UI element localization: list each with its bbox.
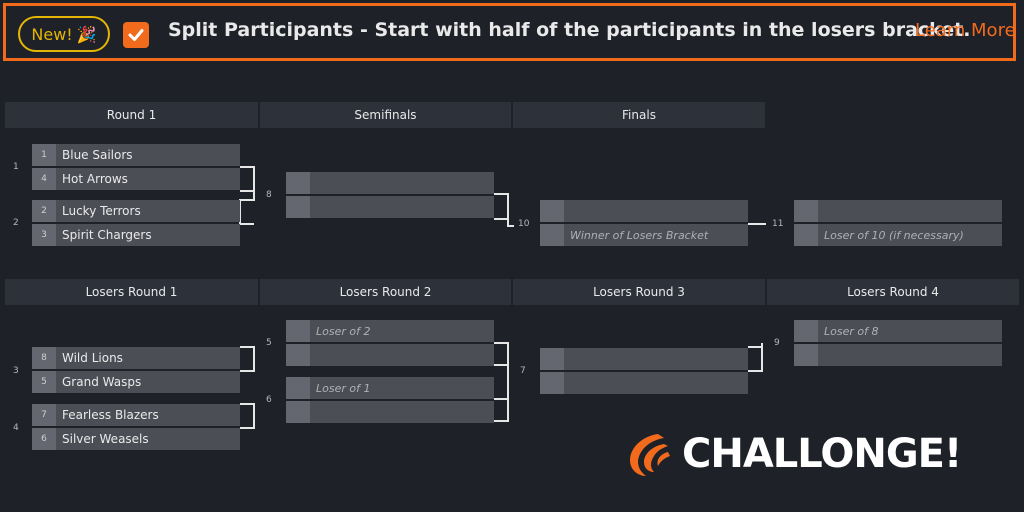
- participant-name: Loser of 10 (if necessary): [824, 228, 964, 242]
- participant-slot[interactable]: [794, 344, 1002, 366]
- split-participants-checkbox[interactable]: [123, 22, 149, 48]
- seed: [794, 320, 818, 342]
- match-8[interactable]: [286, 172, 494, 220]
- header-losers-round-3: Losers Round 3: [513, 279, 765, 305]
- match-6[interactable]: Loser of 1: [286, 377, 494, 425]
- seed: 2: [32, 200, 56, 222]
- header-finals: Finals: [513, 102, 765, 128]
- participant-name: Grand Wasps: [62, 375, 142, 389]
- party-popper-icon: 🎉: [76, 24, 97, 44]
- participant-slot[interactable]: 8 Wild Lions: [32, 347, 240, 369]
- match-number: 3: [13, 366, 19, 376]
- participant-slot[interactable]: [286, 401, 494, 423]
- seed: 1: [32, 144, 56, 166]
- participant-name: Blue Sailors: [62, 148, 133, 162]
- challonge-logo-icon: [630, 434, 670, 476]
- seed: [286, 196, 310, 218]
- seed: [540, 200, 564, 222]
- new-badge-label: New!: [31, 24, 73, 44]
- match-number: 6: [266, 395, 272, 405]
- seed: [286, 377, 310, 399]
- participant-slot[interactable]: Loser of 8: [794, 320, 1002, 342]
- seed: [794, 224, 818, 246]
- seed: 4: [32, 168, 56, 190]
- match-7[interactable]: [540, 348, 748, 396]
- participant-slot[interactable]: 3 Spirit Chargers: [32, 224, 240, 246]
- seed: [286, 401, 310, 423]
- header-semifinals: Semifinals: [260, 102, 511, 128]
- seed: [794, 200, 818, 222]
- seed: 5: [32, 371, 56, 393]
- match-number: 9: [774, 338, 780, 348]
- match-10[interactable]: Winner of Losers Bracket: [540, 200, 748, 248]
- participant-name: Lucky Terrors: [62, 204, 141, 218]
- participant-slot[interactable]: [286, 344, 494, 366]
- participant-name: Silver Weasels: [62, 432, 149, 446]
- seed: [540, 348, 564, 370]
- seed: [286, 172, 310, 194]
- checkmark-icon: [128, 29, 144, 41]
- match-number: 7: [520, 366, 526, 376]
- seed: 7: [32, 404, 56, 426]
- header-losers-round-4: Losers Round 4: [767, 279, 1019, 305]
- match-9[interactable]: Loser of 8: [794, 320, 1002, 368]
- participant-name: Winner of Losers Bracket: [570, 228, 709, 242]
- match-5[interactable]: Loser of 2: [286, 320, 494, 368]
- participant-name: Wild Lions: [62, 351, 123, 365]
- participant-name: Loser of 1: [316, 381, 371, 395]
- match-1[interactable]: 1 Blue Sailors 4 Hot Arrows: [32, 144, 240, 192]
- seed: [794, 344, 818, 366]
- participant-slot[interactable]: [540, 348, 748, 370]
- banner-text: Split Participants - Start with half of …: [168, 19, 971, 41]
- participant-slot[interactable]: [794, 200, 1002, 222]
- seed: [286, 344, 310, 366]
- seed: 3: [32, 224, 56, 246]
- seed: 6: [32, 428, 56, 450]
- participant-slot[interactable]: 7 Fearless Blazers: [32, 404, 240, 426]
- participant-slot[interactable]: 2 Lucky Terrors: [32, 200, 240, 222]
- participant-name: Spirit Chargers: [62, 228, 152, 242]
- logo-text: CHALLONGE!: [682, 431, 962, 477]
- seed: [540, 372, 564, 394]
- match-number: 4: [13, 423, 19, 433]
- participant-slot[interactable]: [540, 200, 748, 222]
- learn-more-link[interactable]: Learn More: [915, 20, 1016, 41]
- participant-slot[interactable]: 4 Hot Arrows: [32, 168, 240, 190]
- participant-slot[interactable]: [540, 372, 748, 394]
- header-round-1: Round 1: [5, 102, 258, 128]
- participant-slot[interactable]: Winner of Losers Bracket: [540, 224, 748, 246]
- participant-name: Loser of 2: [316, 324, 371, 338]
- match-number: 1: [13, 162, 19, 172]
- new-badge: New! 🎉: [18, 16, 110, 52]
- participant-name: Fearless Blazers: [62, 408, 159, 422]
- seed: [540, 224, 564, 246]
- participant-slot[interactable]: [286, 172, 494, 194]
- participant-slot[interactable]: [286, 196, 494, 218]
- match-3[interactable]: 8 Wild Lions 5 Grand Wasps: [32, 347, 240, 395]
- match-number: 2: [13, 218, 19, 228]
- feature-banner: New! 🎉 Split Participants - Start with h…: [3, 3, 1016, 61]
- match-number: 5: [266, 338, 272, 348]
- match-11[interactable]: Loser of 10 (if necessary): [794, 200, 1002, 248]
- participant-slot[interactable]: 1 Blue Sailors: [32, 144, 240, 166]
- match-number: 11: [772, 219, 784, 229]
- match-2[interactable]: 2 Lucky Terrors 3 Spirit Chargers: [32, 200, 240, 248]
- match-number: 8: [266, 190, 272, 200]
- participant-slot[interactable]: 6 Silver Weasels: [32, 428, 240, 450]
- header-losers-round-2: Losers Round 2: [260, 279, 511, 305]
- match-number: 10: [518, 219, 530, 229]
- seed: [286, 320, 310, 342]
- participant-slot[interactable]: Loser of 10 (if necessary): [794, 224, 1002, 246]
- challonge-logo: CHALLONGE!: [624, 430, 962, 478]
- match-4[interactable]: 7 Fearless Blazers 6 Silver Weasels: [32, 404, 240, 452]
- participant-slot[interactable]: 5 Grand Wasps: [32, 371, 240, 393]
- participant-slot[interactable]: Loser of 2: [286, 320, 494, 342]
- seed: 8: [32, 347, 56, 369]
- participant-slot[interactable]: Loser of 1: [286, 377, 494, 399]
- participant-name: Loser of 8: [824, 324, 879, 338]
- header-losers-round-1: Losers Round 1: [5, 279, 258, 305]
- participant-name: Hot Arrows: [62, 172, 128, 186]
